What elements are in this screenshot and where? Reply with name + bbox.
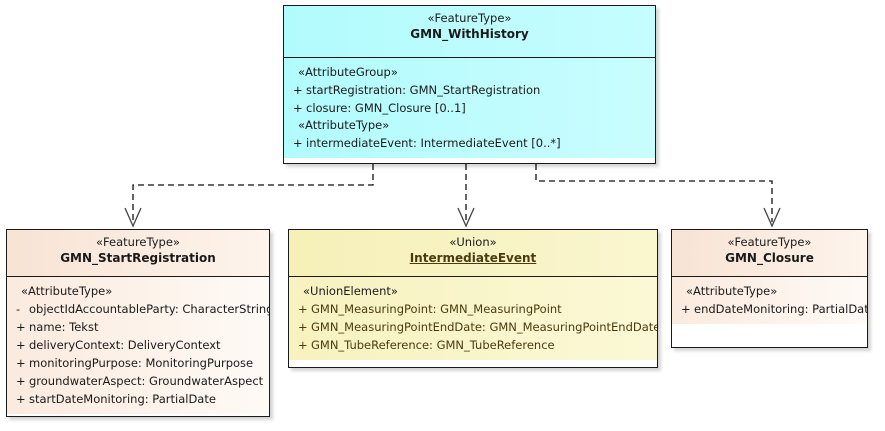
class-body-intermediateevent: «UnionElement» + GMN_MeasuringPoint: GMN… [289,277,657,360]
visibility-marker: + [293,101,303,115]
attribute-row[interactable]: + GMN_TubeReference: GMN_TubeReference [289,336,657,354]
attribute-text: name: Tekst [29,320,99,334]
dependency-arrow-intermediateevent [457,164,475,228]
visibility-marker: + [293,83,303,97]
attribute-row[interactable]: + GMN_MeasuringPoint: GMN_MeasuringPoint [289,300,657,318]
attribute-row[interactable]: + startRegistration: GMN_StartRegistrati… [284,81,655,99]
class-body-gmn-withhistory: «AttributeGroup» + startRegistration: GM… [284,58,655,158]
class-header-intermediateevent: «Union» IntermediateEvent [289,230,657,277]
attribute-group-label: «UnionElement» [303,284,398,298]
visibility-marker: + [681,302,691,316]
visibility-marker: + [16,338,26,352]
class-name: GMN_Closure [725,251,814,265]
visibility-marker: - [16,302,21,316]
attribute-row[interactable]: + startDateMonitoring: PartialDate [7,390,269,408]
attribute-text: GMN_MeasuringPointEndDate: GMN_Measuring… [311,320,657,334]
attribute-text: GMN_TubeReference: GMN_TubeReference [311,338,555,352]
attribute-text: closure: GMN_Closure [0..1] [306,101,466,115]
attribute-row[interactable]: + name: Tekst [7,318,269,336]
class-name: IntermediateEvent [409,251,537,265]
attribute-group-label: «AttributeGroup» [298,65,398,79]
visibility-marker: + [298,320,308,334]
attribute-text: startRegistration: GMN_StartRegistration [306,83,541,97]
attribute-group-label: «AttributeType» [21,284,113,298]
attribute-text: startDateMonitoring: PartialDate [29,392,216,406]
visibility-marker: + [298,338,308,352]
class-header-gmn-withhistory: «FeatureType» GMN_WithHistory [284,6,655,58]
class-name: GMN_StartRegistration [60,251,216,265]
attribute-row[interactable]: + monitoringPurpose: MonitoringPurpose [7,354,269,372]
attribute-text: GMN_MeasuringPoint: GMN_MeasuringPoint [311,302,562,316]
visibility-marker: + [298,302,308,316]
attribute-row[interactable]: + GMN_MeasuringPointEndDate: GMN_Measuri… [289,318,657,336]
class-stereotype: «FeatureType» [427,11,512,25]
attribute-text: groundwaterAspect: GroundwaterAspect [29,374,264,388]
visibility-marker: + [16,356,26,370]
dependency-arrow-startregistration [124,164,374,228]
visibility-marker: + [16,374,26,388]
attribute-row[interactable]: + intermediateEvent: IntermediateEvent [… [284,134,655,152]
attribute-row[interactable]: + groundwaterAspect: GroundwaterAspect [7,372,269,390]
visibility-marker: + [16,320,26,334]
attribute-group-label: «AttributeType» [298,118,390,132]
attribute-group-label: «AttributeType» [686,284,778,298]
attribute-row[interactable]: + endDateMonitoring: PartialDate [672,300,867,318]
attribute-text: deliveryContext: DeliveryContext [29,338,221,352]
dependency-arrow-closure [535,164,781,228]
class-stereotype: «Union» [449,235,497,249]
class-name: GMN_WithHistory [410,27,529,41]
attribute-text: monitoringPurpose: MonitoringPurpose [29,356,254,370]
class-header-gmn-startregistration: «FeatureType» GMN_StartRegistration [7,230,269,277]
class-box-gmn-startregistration[interactable]: «FeatureType» GMN_StartRegistration «Att… [6,229,270,417]
class-header-gmn-closure: «FeatureType» GMN_Closure [672,230,867,277]
class-stereotype: «FeatureType» [727,235,812,249]
class-stereotype: «FeatureType» [96,235,180,249]
class-body-gmn-closure: «AttributeType» + endDateMonitoring: Par… [672,277,867,324]
class-body-gmn-startregistration: «AttributeType» - objectIdAccountablePar… [7,277,269,414]
attribute-row[interactable]: + closure: GMN_Closure [0..1] [284,99,655,117]
attribute-row[interactable]: - objectIdAccountableParty: CharacterStr… [7,300,269,318]
class-box-intermediateevent[interactable]: «Union» IntermediateEvent «UnionElement»… [288,229,658,368]
class-box-gmn-closure[interactable]: «FeatureType» GMN_Closure «AttributeType… [671,229,868,348]
attribute-text: objectIdAccountableParty: CharacterStrin… [29,302,269,316]
attribute-text: endDateMonitoring: PartialDate [694,302,867,316]
visibility-marker: + [16,392,26,406]
attribute-row[interactable]: + deliveryContext: DeliveryContext [7,336,269,354]
class-box-gmn-withhistory[interactable]: «FeatureType» GMN_WithHistory «Attribute… [283,5,656,164]
attribute-text: intermediateEvent: IntermediateEvent [0.… [306,136,561,150]
visibility-marker: + [293,136,303,150]
